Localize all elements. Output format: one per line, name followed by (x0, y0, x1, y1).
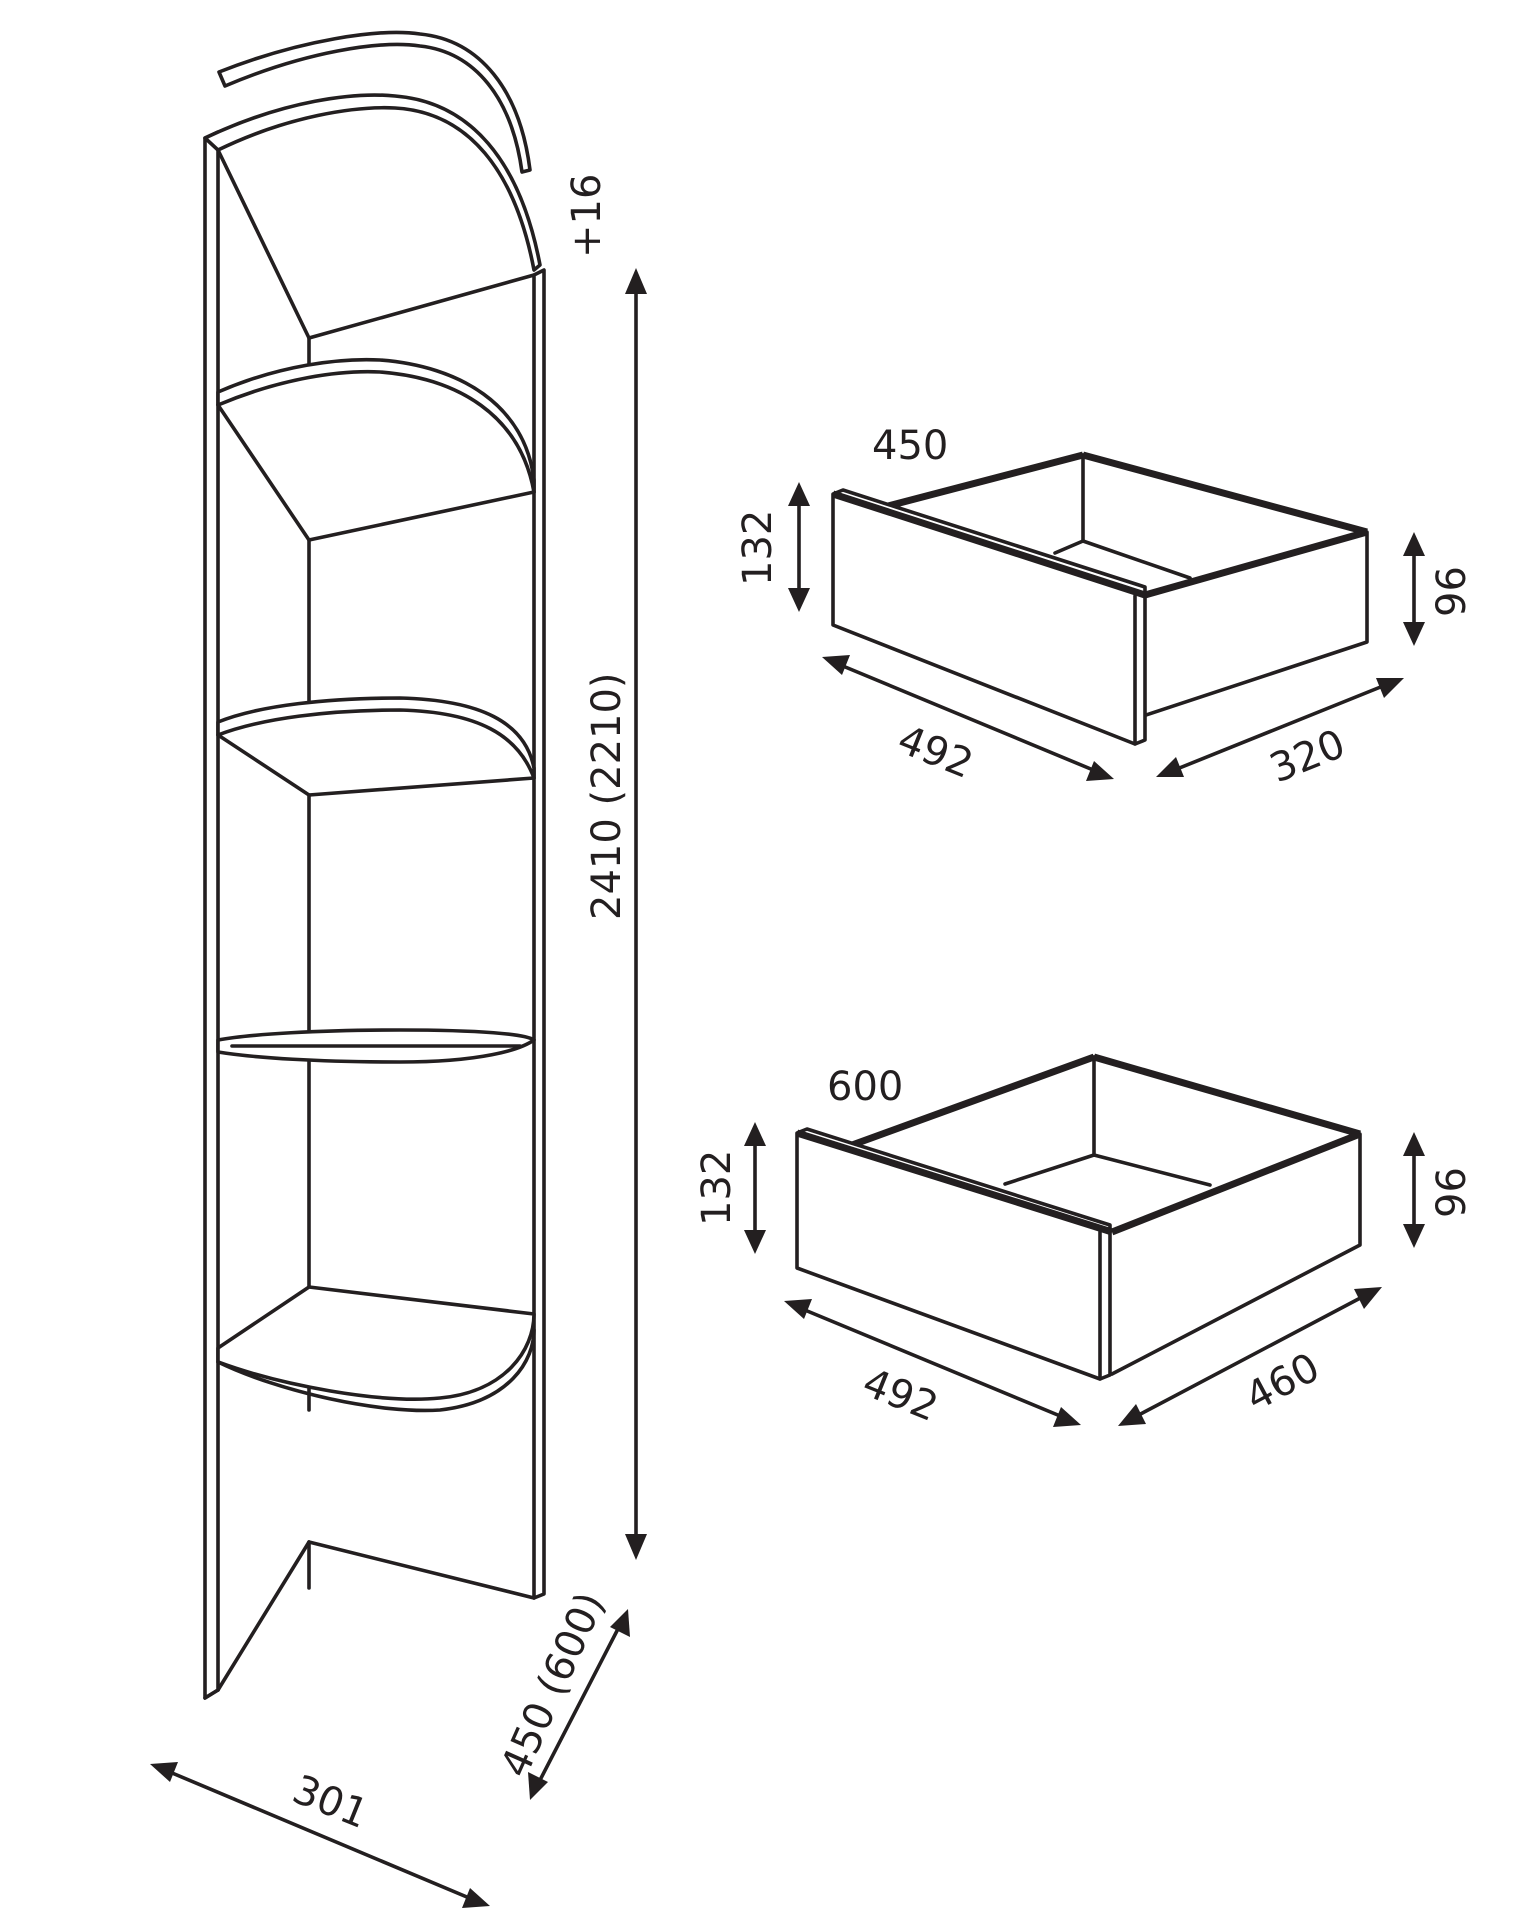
arrow-head (822, 655, 850, 675)
drawer-small-right-rim (1144, 528, 1368, 599)
width-dimension-line (1131, 1293, 1368, 1420)
drawer-large-right-rim (1110, 1130, 1362, 1236)
length-label: 492 (856, 1360, 944, 1431)
arrow-head (1053, 1407, 1081, 1427)
shelf-4-front-edge (216, 1328, 536, 1413)
drawer-small (831, 451, 1369, 746)
front-height-label: 132 (694, 1150, 740, 1226)
shelf-2-underside (216, 733, 536, 797)
corner-shelf-cabinet (203, 30, 546, 1700)
arrow-head (528, 1772, 548, 1800)
drawer-small-inner-bottom (1053, 539, 1192, 580)
front-width-label: 600 (827, 1064, 903, 1110)
drawer-large-front-rim (795, 1129, 1114, 1236)
arrow-head (1403, 1132, 1425, 1156)
arrow-head (744, 1122, 766, 1146)
arrow-head (625, 268, 647, 294)
plinth-bottom-corner (203, 1688, 220, 1700)
plinth-back-edge (307, 1540, 536, 1600)
arrow-head (1403, 532, 1425, 556)
width-label: 320 (1264, 721, 1352, 792)
height-label: 2410 (2210) (584, 672, 630, 920)
box-height-label: 96 (1429, 566, 1475, 617)
top-crown-piece (217, 30, 532, 174)
arrow-head (1376, 678, 1404, 698)
arrow-head (1118, 1404, 1146, 1426)
length-dimension-line (798, 1306, 1067, 1420)
arrow-head (1354, 1287, 1382, 1309)
drawer-small-back-rim (887, 451, 1084, 510)
arrow-head (744, 1230, 766, 1254)
drawer-large (795, 1053, 1362, 1381)
width-dimension-line (1170, 682, 1390, 773)
drawer-large-back-rim (850, 1053, 1096, 1149)
arrow-head (1156, 757, 1184, 777)
box-height-label: 96 (1429, 1167, 1475, 1218)
depth-dimension-line (536, 1623, 622, 1786)
arrow-head (1086, 761, 1114, 781)
arrow-head (610, 1609, 630, 1637)
width-dimension-line (163, 1768, 476, 1902)
length-dimension-line (836, 662, 1100, 774)
right-side-panel (532, 268, 546, 1600)
plinth-left-edge (216, 1540, 311, 1692)
shelf-4 (216, 1285, 536, 1401)
arrow-head (150, 1762, 178, 1782)
top-roof-panel (203, 93, 542, 272)
arrow-head (462, 1888, 490, 1908)
drawer-large-front-panel (795, 1127, 1112, 1381)
top-offset-label: +16 (564, 174, 610, 258)
drawer-large-inner-bottom (1003, 1153, 1212, 1187)
front-width-label: 450 (872, 423, 948, 469)
drawer-large-side-rim (1093, 1053, 1361, 1138)
arrow-head (1403, 622, 1425, 646)
arrow-head (625, 1534, 647, 1560)
drawer-small-side-rim (1082, 451, 1368, 536)
shelf-1-underside (216, 403, 536, 542)
top-roof-underside (216, 148, 536, 340)
arrow-head (1403, 1224, 1425, 1248)
length-label: 492 (891, 717, 979, 788)
arrow-head (788, 482, 810, 506)
drawer-small-front-panel (831, 488, 1147, 746)
front-height-label: 132 (735, 510, 781, 586)
arrow-head (788, 588, 810, 612)
left-side-panel (203, 130, 220, 1700)
arrow-head (784, 1299, 812, 1319)
drawer-small-front-rim (831, 490, 1147, 599)
